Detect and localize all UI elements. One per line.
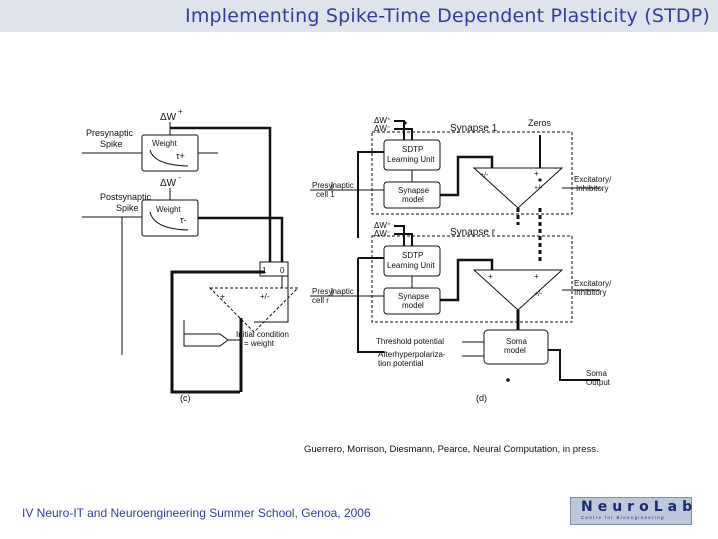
label-equals-weight: = weight (244, 339, 275, 348)
loop-right (254, 276, 289, 323)
label-tau-minus: τ- (180, 215, 187, 225)
label-weight-2: Weight (156, 205, 182, 214)
label-presyn-1b: cell 1 (316, 190, 335, 199)
dw-plus-in-r (394, 225, 405, 246)
label-postsynaptic: Postsynaptic (100, 192, 152, 202)
label-soma-b: model (504, 346, 526, 355)
label-spike-1: Spike (100, 139, 123, 149)
label-sdtp-rb: Learning Unit (387, 261, 435, 270)
label-plus-minus: +/- (260, 292, 270, 301)
label-synapse-1: Synapse 1 (450, 123, 498, 134)
title-bar: Implementing Spike-Time Dependent Plasti… (0, 0, 718, 32)
label-switch-zero: 0 (280, 266, 285, 275)
syn-1-out (440, 155, 494, 197)
label-plus: + (220, 292, 225, 301)
label-dw-plus: ΔW (160, 112, 177, 123)
logo-sub-text: Centre for Bioengineering (581, 515, 665, 520)
label-dw-minus-sup: - (178, 173, 181, 182)
label-pm-1b: +/- (534, 185, 543, 192)
label-presyn-1a: Presynaptic (312, 181, 354, 190)
label-excit-rb: Inhibitory (574, 288, 606, 297)
label-soma-out-a: Soma (586, 369, 607, 378)
label-dw-plus-1: ΔW⁺ (374, 116, 391, 125)
label-dw-minus-1: ΔW⁻ (374, 124, 391, 133)
label-threshold: Threshold potential (376, 337, 444, 346)
left-bus-down (357, 258, 384, 353)
neurolab-logo: NeuroLab Centre for Bioengineering (570, 497, 692, 525)
label-synapse-r: Synapse r (450, 227, 496, 238)
label-plus-1: + (534, 169, 539, 178)
label-plus-r2: + (534, 272, 539, 281)
slide-title: Implementing Spike-Time Dependent Plasti… (185, 5, 710, 27)
panel-c-labels: Presynaptic Spike ΔW + Weight τ+ Postsyn… (86, 107, 289, 403)
citation: Guerrero, Morrison, Diesmann, Pearce, Ne… (304, 444, 599, 455)
label-dw-minus-r: ΔW⁻ (374, 229, 391, 238)
dw-minus-in-r (394, 233, 413, 246)
label-synapse-model-rb: model (402, 301, 424, 310)
decay-curve-2 (149, 211, 189, 231)
label-soma-a: Soma (506, 337, 527, 346)
adder-triangle (208, 287, 300, 333)
feedback-loop (170, 270, 265, 394)
dw-plus-in-1 (394, 120, 405, 140)
footer-text: IV Neuro-IT and Neuroengineering Summer … (22, 506, 371, 520)
panel-c (82, 122, 300, 394)
label-excit-ra: Excitatory/ (574, 279, 612, 288)
panel-d-labels: ΔW⁺ ΔW⁻ Synapse 1 Zeros SDTP Learning Un… (312, 116, 612, 403)
label-pm-1: +/- (480, 172, 489, 179)
label-tau-plus: τ+ (176, 151, 185, 161)
label-sdtp-ra: SDTP (402, 251, 423, 260)
soma-model (483, 329, 549, 365)
junction-dot (538, 178, 542, 182)
label-excit-1a: Excitatory/ (574, 175, 612, 184)
switch-box (259, 261, 289, 277)
label-switch-one: 1 (262, 266, 267, 275)
junction-dot (403, 121, 407, 125)
label-pm-r: +/- (534, 291, 543, 298)
label-initial-condition: Initial condition (236, 330, 289, 339)
label-sdtp-1a: SDTP (402, 145, 423, 154)
adder-1 (472, 167, 564, 209)
synapse-1-box (371, 131, 573, 215)
label-synapse-model-1a: Synapse (398, 186, 430, 195)
panel-c-label: (c) (180, 393, 191, 403)
label-plus-r: + (488, 272, 493, 281)
label-presynaptic: Presynaptic (86, 128, 134, 138)
label-dw-minus: ΔW (160, 178, 177, 189)
label-weight-1: Weight (152, 139, 178, 148)
label-presyn-rb: cell r (312, 296, 329, 305)
label-presyn-ra: Presynaptic (312, 287, 354, 296)
decay-curve-1 (149, 149, 189, 167)
synapse-r-box (371, 235, 573, 323)
logo-main-text: NeuroLab (581, 499, 698, 515)
label-dw-plus-r: ΔW⁺ (374, 221, 391, 230)
panel-d-label: (d) (476, 393, 487, 403)
junction-dot (506, 378, 510, 382)
ic-block (183, 333, 229, 347)
label-sdtp-1b: Learning Unit (387, 155, 435, 164)
label-synapse-model-1b: model (402, 195, 424, 204)
label-ahp-a: Afterhyperpolariza- (378, 350, 446, 359)
syn-r-out (440, 258, 494, 302)
soma-out-line (548, 349, 600, 381)
dw-minus-in-1 (394, 128, 413, 140)
w1-bus (170, 126, 272, 262)
label-ahp-b: tion potential (378, 359, 424, 368)
panel-d (310, 120, 600, 381)
adder-r (472, 269, 564, 311)
label-spike-2: Spike (116, 203, 139, 213)
panel-d-dots (403, 121, 542, 382)
left-bus (357, 151, 384, 238)
label-dw-plus-sup: + (178, 107, 183, 116)
label-synapse-model-ra: Synapse (398, 292, 430, 301)
label-excit-1b: Inhibitory (576, 184, 608, 193)
w2-bus (198, 216, 284, 262)
label-soma-out-b: Output (586, 378, 611, 387)
label-zeros: Zeros (528, 118, 552, 128)
